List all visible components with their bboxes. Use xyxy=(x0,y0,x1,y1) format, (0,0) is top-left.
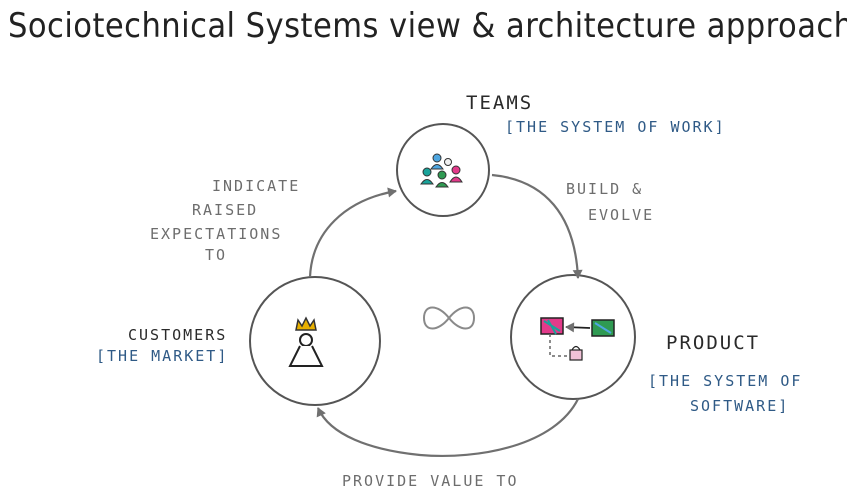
edge-indicate-line2: RAISED xyxy=(192,201,259,219)
page-title: Sociotechnical Systems view & architectu… xyxy=(8,6,847,46)
teams-circle xyxy=(396,123,490,217)
customers-label: CUSTOMERS xyxy=(128,326,228,344)
teams-sublabel: [THE SYSTEM OF WORK] xyxy=(505,118,726,136)
customers-circle xyxy=(249,276,381,406)
customers-sublabel: [THE MARKET] xyxy=(96,347,229,365)
product-software-icon xyxy=(540,317,615,361)
edge-indicate-line4: TO xyxy=(205,246,228,264)
arrow-customers-to-teams xyxy=(308,187,397,278)
teams-label: TEAMS xyxy=(466,92,534,114)
customer-king-icon xyxy=(288,316,324,367)
arrow-teams-to-product xyxy=(491,173,583,279)
infinity-icon xyxy=(422,306,476,330)
product-sublabel-line2: SOFTWARE] xyxy=(690,397,790,415)
edge-build-line2: EVOLVE xyxy=(588,206,655,224)
product-sublabel-line1: [THE SYSTEM OF xyxy=(648,372,803,390)
product-circle xyxy=(510,274,636,400)
product-label: PRODUCT xyxy=(666,332,761,354)
edge-indicate-line3: EXPECTATIONS xyxy=(150,225,283,243)
edge-indicate-line1: INDICATE xyxy=(212,177,301,195)
teams-people-icon xyxy=(420,153,463,188)
edge-provide-value: PROVIDE VALUE TO xyxy=(342,472,519,490)
edge-build-line1: BUILD & xyxy=(566,180,644,198)
arrow-product-to-customers xyxy=(316,398,579,457)
